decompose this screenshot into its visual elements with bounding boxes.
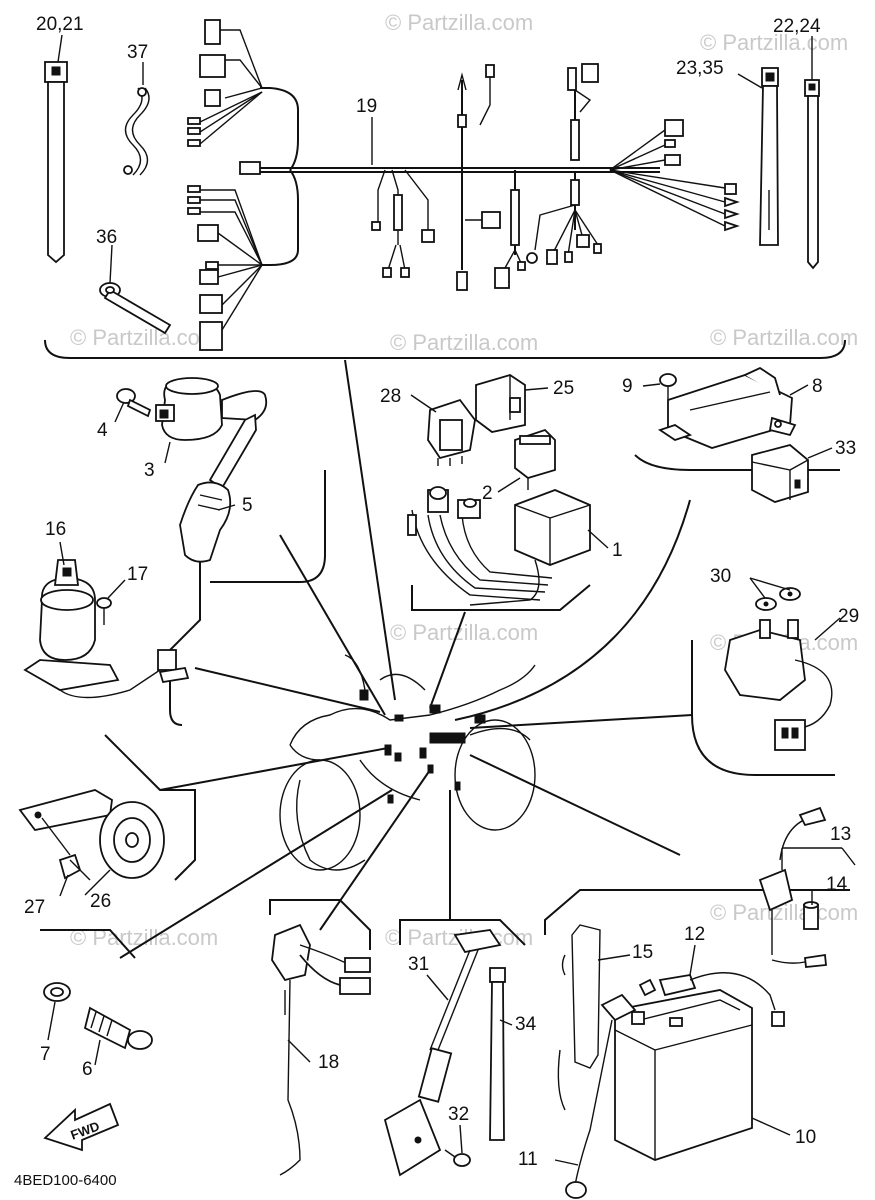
wire-bundle-relay — [407, 486, 553, 601]
battery-band-15 — [561, 924, 601, 1069]
watermark-text: © Partzilla.com — [70, 325, 218, 350]
neutral-switch-6 — [83, 1006, 153, 1050]
callout-6: 6 — [82, 1059, 93, 1080]
callout-31: 31 — [408, 954, 429, 975]
relay-33 — [751, 444, 809, 503]
sensor-lead-18 — [271, 923, 371, 1176]
callout-22-24: 22,24 — [773, 16, 821, 37]
plug-cap-5 — [179, 413, 257, 563]
callout-1: 1 — [612, 540, 623, 561]
watermark-text: © Partzilla.com — [385, 10, 533, 35]
battery-lead-11 — [557, 993, 637, 1199]
callout-32: 32 — [448, 1104, 469, 1125]
fuse-holder-13 — [758, 806, 827, 968]
section-brackets — [40, 339, 850, 959]
callout-27: 27 — [24, 897, 45, 918]
screw-32 — [444, 1149, 471, 1167]
callout-14: 14 — [826, 874, 848, 895]
sensor-31 — [383, 929, 502, 1177]
rectifier-regulator-8 — [657, 366, 797, 449]
watermark-text: © Partzilla.com — [70, 925, 218, 950]
callout-7: 7 — [40, 1044, 51, 1065]
callout-4: 4 — [97, 420, 108, 441]
callout-16: 16 — [45, 519, 66, 540]
battery-lead-12 — [638, 972, 785, 1027]
callout-25: 25 — [553, 378, 574, 399]
callout-9: 9 — [622, 376, 633, 397]
callout-11: 11 — [518, 1149, 538, 1170]
watermark-text: © Partzilla.com — [390, 330, 538, 355]
bolt-4 — [116, 388, 152, 418]
callout-8: 8 — [812, 376, 823, 397]
callout-10: 10 — [795, 1127, 816, 1148]
cable-tie-20-21 — [44, 61, 68, 264]
horn-26 — [18, 789, 165, 879]
band-34 — [489, 967, 506, 1141]
callout-23-35: 23,35 — [676, 58, 724, 79]
watermark-text: © Partzilla.com — [710, 325, 858, 350]
callout-18: 18 — [318, 1052, 339, 1073]
battery-10 — [614, 989, 753, 1161]
connector-2 — [514, 428, 556, 490]
bolt-27 — [58, 853, 91, 881]
relay-unit-1 — [469, 489, 591, 606]
callout-19: 19 — [356, 96, 377, 117]
callout-leaders — [47, 34, 856, 1166]
callout-28: 28 — [380, 386, 401, 407]
callout-3: 3 — [144, 460, 155, 481]
watermark-text: © Partzilla.com — [700, 30, 848, 55]
callout-36: 36 — [96, 227, 117, 248]
callout-34: 34 — [515, 1014, 537, 1035]
callout-26: 26 — [90, 891, 111, 912]
callout-15: 15 — [632, 942, 653, 963]
bolt-9 — [659, 373, 677, 400]
screw-17 — [96, 597, 112, 625]
callout-20-21: 20,21 — [36, 14, 84, 35]
main-switch-16 — [23, 559, 190, 699]
leader-lines — [119, 359, 693, 959]
motorcycle-silhouette — [279, 654, 536, 871]
callout-37: 37 — [127, 42, 148, 63]
callout-labels: 20,21 37 19 23,35 22,24 36 4 3 5 28 25 2… — [24, 14, 859, 1170]
watermarks: © Partzilla.com © Partzilla.com © Partzi… — [70, 10, 858, 950]
clamp-37 — [123, 87, 150, 176]
fwd-arrow: FWD — [43, 1102, 120, 1152]
watermark-text: © Partzilla.com — [390, 620, 538, 645]
cable-tie-22-24 — [804, 79, 820, 270]
callout-29: 29 — [838, 606, 859, 627]
callout-5: 5 — [242, 495, 253, 516]
callout-17: 17 — [127, 564, 148, 585]
fuse-14 — [803, 901, 819, 930]
starter-relay-29 — [724, 619, 833, 751]
wire-harness — [187, 19, 740, 351]
callout-30: 30 — [710, 566, 731, 587]
relay-25 — [475, 374, 526, 433]
ignition-coil — [155, 377, 268, 441]
callout-2: 2 — [482, 483, 493, 504]
relay-28 — [427, 398, 476, 466]
callout-33: 33 — [835, 438, 856, 459]
washer-7 — [43, 982, 71, 1002]
callout-12: 12 — [684, 924, 705, 945]
callout-13: 13 — [830, 824, 851, 845]
diagram-code: 4BED100-6400 — [14, 1172, 117, 1189]
terminal-caps-30 — [755, 587, 801, 611]
band-23-35 — [759, 67, 779, 246]
